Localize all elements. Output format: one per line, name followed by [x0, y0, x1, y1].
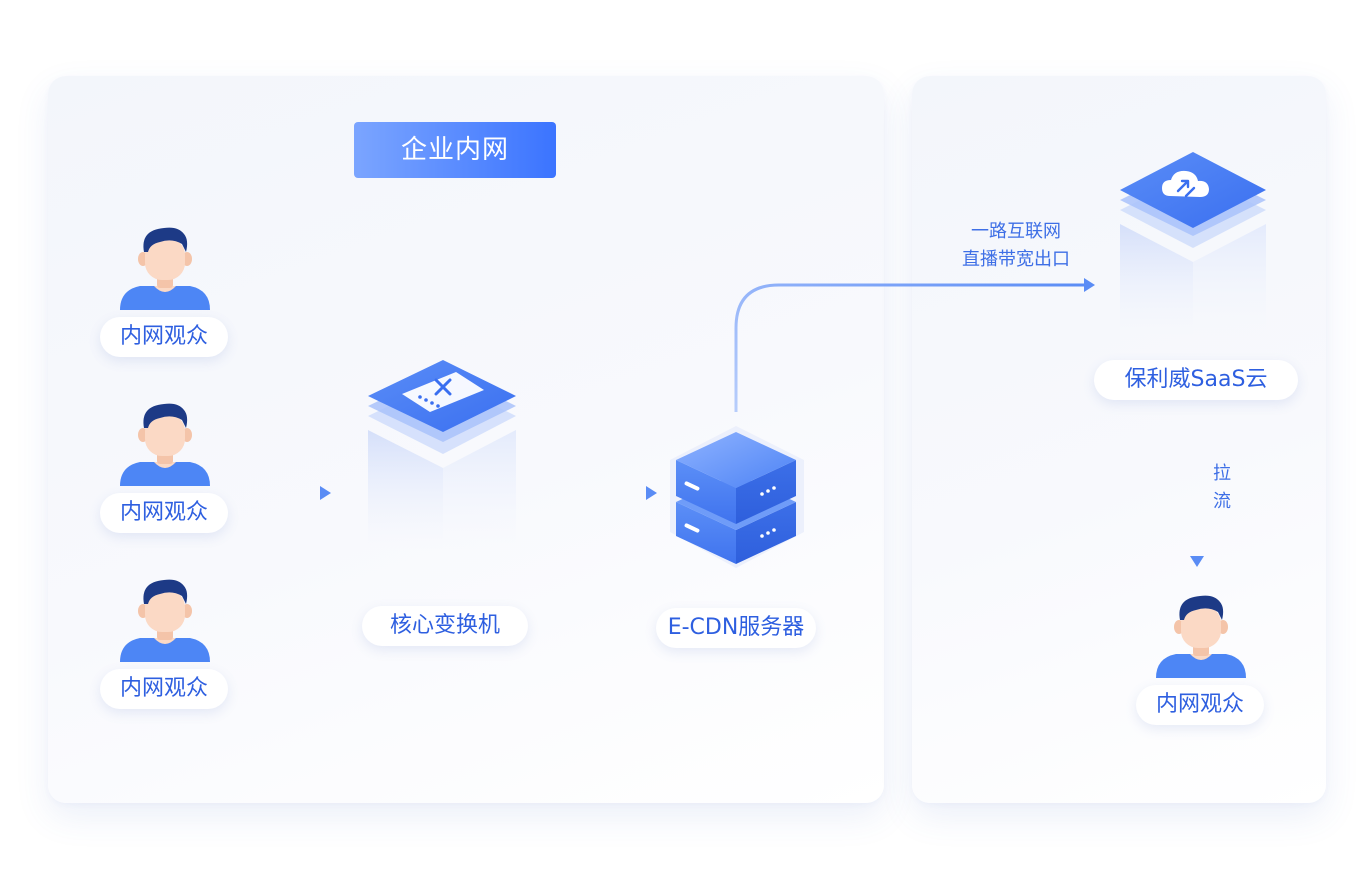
- cloud-sync-icon: [1120, 152, 1266, 336]
- viewer-4-label: 内网观众: [1136, 685, 1264, 725]
- viewer-4-person-icon: [1156, 595, 1246, 678]
- pull-label-line1: 拉: [1213, 463, 1231, 484]
- uplink-label: 一路互联网 直播带宽出口: [940, 218, 1092, 274]
- pull-label: 拉 流: [1208, 460, 1236, 516]
- viewer-2-person-icon: [120, 403, 210, 486]
- uplink-label-line1: 一路互联网: [971, 221, 1061, 242]
- viewer-1-person-icon: [120, 227, 210, 310]
- arrow-cloud-to-viewer: [1190, 420, 1204, 567]
- arrow-switch-to-ecdn: [540, 486, 657, 500]
- cloud-label: 保利威SaaS云: [1094, 360, 1298, 400]
- arrow-viewers-to-switch: [260, 486, 331, 500]
- ecdn-label: E-CDN服务器: [656, 608, 816, 648]
- switch-label: 核心变换机: [362, 606, 528, 646]
- network-switch-icon: [368, 360, 516, 550]
- viewer-3-label: 内网观众: [100, 669, 228, 709]
- intranet-title: 企业内网: [354, 122, 556, 178]
- arrow-ecdn-to-cloud: [734, 278, 1095, 412]
- viewer-2-label: 内网观众: [100, 493, 228, 533]
- viewer-1-label: 内网观众: [100, 317, 228, 357]
- pull-label-line2: 流: [1213, 491, 1231, 512]
- server-stack-icon: [670, 426, 804, 568]
- uplink-label-line2: 直播带宽出口: [962, 249, 1070, 270]
- viewer-3-person-icon: [120, 579, 210, 662]
